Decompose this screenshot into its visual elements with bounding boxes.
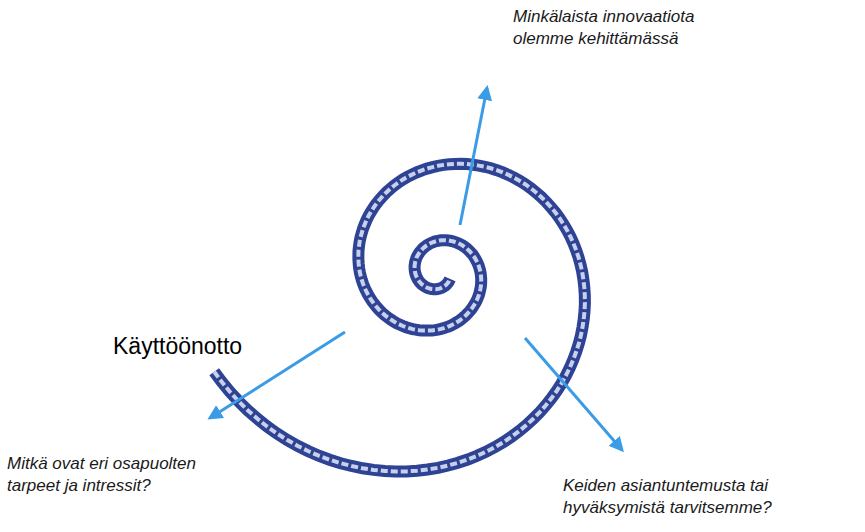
leader-arrow [460,88,487,225]
question-label: Minkälaista innovaatiota olemme kehittäm… [510,5,731,51]
question-label: Keiden asiantuntemusta tai hyväksymistä … [560,474,821,520]
leader-arrow [525,338,622,450]
phase-label: Käyttöönotto [110,331,245,363]
question-label: Mitkä ovat eri osapuolten tarpeet ja int… [4,452,238,498]
spiral-band [214,164,585,472]
spiral-texture [214,164,585,472]
